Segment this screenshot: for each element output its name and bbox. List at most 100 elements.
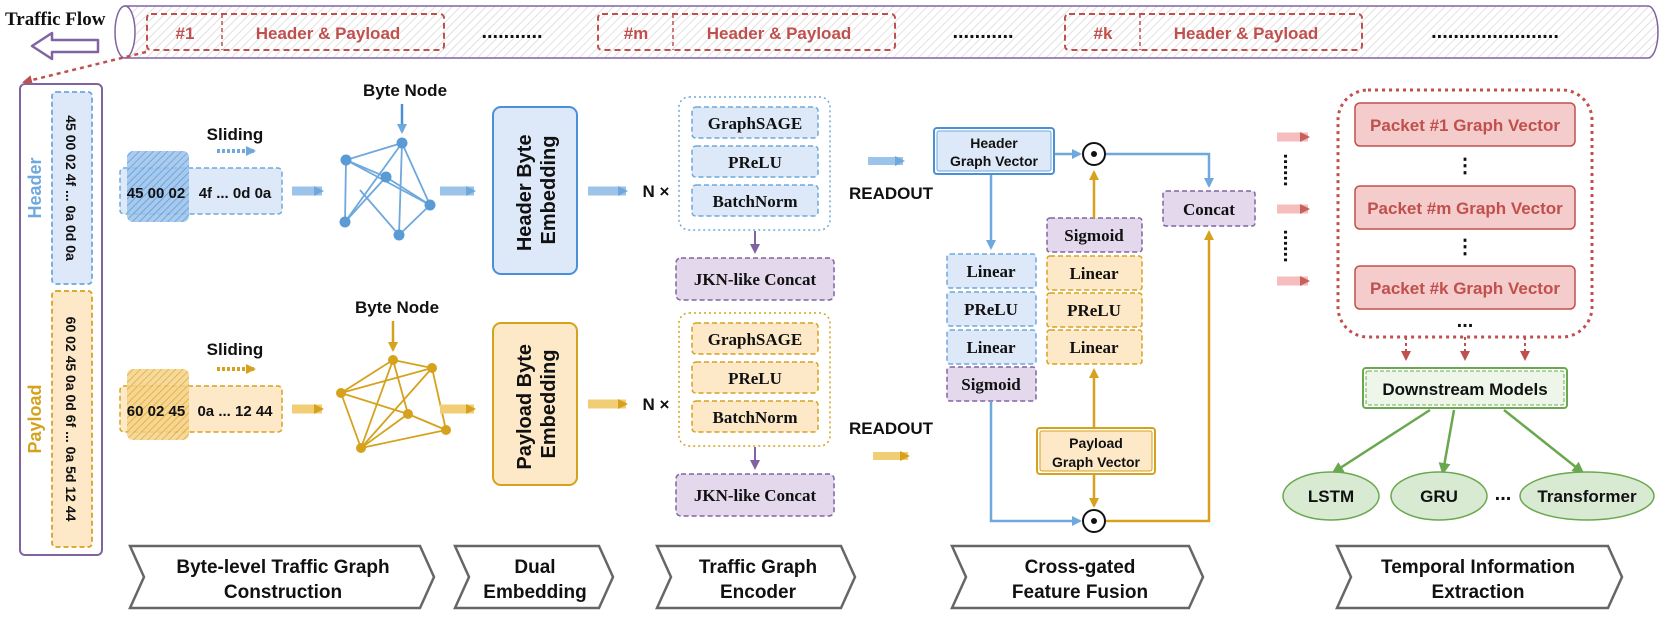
prelu-layer: PReLU xyxy=(1067,301,1121,320)
packet-id: #1 xyxy=(176,24,195,43)
downstream-label: Downstream Models xyxy=(1382,380,1547,399)
model-lstm: LSTM xyxy=(1282,471,1380,521)
svg-text:Encoder: Encoder xyxy=(720,582,797,603)
packet-vector-label: Packet #k Graph Vector xyxy=(1370,279,1560,298)
gate-multiply-bottom-icon xyxy=(1082,509,1106,533)
gate-multiply-top-icon xyxy=(1082,142,1106,166)
fusion-connectors xyxy=(986,149,1214,526)
flow-ellipsis: ........... xyxy=(481,21,542,43)
packet-1: #1 Header & Payload xyxy=(146,13,445,51)
header-byte-sequence: 45 00 02 4f ... 0d 0a xyxy=(119,151,283,222)
packet-label: Header & Payload xyxy=(707,24,852,43)
packet-m: #m Header & Payload xyxy=(597,13,896,51)
svg-text:Payload Byte Embedding: Payload Byte Embedding xyxy=(514,338,560,469)
jkn-label: JKN-like Concat xyxy=(694,486,817,505)
sliding-label: Sliding xyxy=(207,125,264,144)
vector-to-downstream-arrows xyxy=(1401,337,1530,361)
readout-label: READOUT xyxy=(849,184,934,203)
concat-label: Concat xyxy=(1183,200,1235,219)
svg-text:Traffic Graph: Traffic Graph xyxy=(699,557,817,578)
payload-rest-bytes: 0a ... 12 44 xyxy=(197,403,273,420)
sigmoid-layer: Sigmoid xyxy=(961,375,1021,394)
payload-hex: 60 02 45 0a 0d 6f ... 0a 5d 12 44 xyxy=(63,317,79,522)
stage-chevron-graph-construction: Byte-level Traffic Graph Construction xyxy=(128,544,436,610)
header-byte-embedding: Header Byte Embedding xyxy=(492,106,578,275)
payload-byte-sequence: 60 02 45 0a ... 12 44 xyxy=(119,369,283,440)
flow-ellipsis: ........... xyxy=(952,21,1013,43)
header-graph-vector: Header Graph Vector xyxy=(933,127,1055,175)
stage-chevron-dual-embedding: Dual Embedding xyxy=(453,544,615,610)
svg-text:Graph Vector: Graph Vector xyxy=(950,153,1038,169)
header-encoder-layers: GraphSAGE PReLU BatchNorm xyxy=(691,106,819,217)
header-byte-graph xyxy=(339,137,436,241)
embedding-line2: Embedding xyxy=(538,136,560,245)
svg-text:Construction: Construction xyxy=(224,582,342,603)
payload-encoder-block xyxy=(678,312,831,447)
svg-text:Temporal Information: Temporal Information xyxy=(1381,557,1575,578)
batchnorm-layer: BatchNorm xyxy=(713,408,798,427)
packet-id: #k xyxy=(1094,24,1113,43)
flow-ellipsis: ....................... xyxy=(1431,21,1559,43)
graphsage-layer: GraphSAGE xyxy=(708,114,802,133)
traffic-flow-title: Traffic Flow xyxy=(5,9,106,30)
model-gru: GRU xyxy=(1390,471,1488,521)
linear-layer: Linear xyxy=(1069,264,1119,283)
embedding-line2: Embedding xyxy=(538,350,560,459)
svg-text:Payload: Payload xyxy=(1069,435,1123,451)
prelu-layer: PReLU xyxy=(728,369,782,388)
model-label: LSTM xyxy=(1308,487,1354,506)
svg-text:Extraction: Extraction xyxy=(1432,582,1525,603)
payload-gate-branch: Sigmoid Linear PReLU Linear xyxy=(1046,217,1143,365)
header-rest-bytes: 4f ... 0d 0a xyxy=(199,185,272,202)
prelu-layer: PReLU xyxy=(964,300,1018,319)
svg-text:Cross-gated: Cross-gated xyxy=(1025,557,1136,578)
repeat-n-label: N × xyxy=(643,182,670,201)
vector-ellipsis: ... xyxy=(1457,310,1474,332)
sliding-label: Sliding xyxy=(207,340,264,359)
header-hex: 45 00 02 4f ... 0a 0d 0a xyxy=(63,115,79,261)
side-dots: ...... xyxy=(1279,229,1301,262)
packet-vector-label: Packet #m Graph Vector xyxy=(1367,199,1563,218)
payload-graph-vector: Payload Graph Vector xyxy=(1036,427,1156,475)
sigmoid-layer: Sigmoid xyxy=(1064,226,1124,245)
svg-text:Embedding: Embedding xyxy=(483,582,586,603)
graphsage-layer: GraphSAGE xyxy=(708,330,802,349)
payload-window-bytes: 60 02 45 xyxy=(127,403,185,420)
payload-jkn-concat: JKN-like Concat xyxy=(675,473,835,517)
flow-direction-arrow-icon xyxy=(30,31,100,61)
fusion-concat: Concat xyxy=(1162,190,1256,227)
model-ellipsis: ... xyxy=(1495,483,1512,505)
linear-layer: Linear xyxy=(1069,338,1119,357)
byte-node-label: Byte Node xyxy=(363,81,447,100)
repeat-n-label: N × xyxy=(643,395,670,414)
vdots: ⋮ xyxy=(1455,236,1475,258)
packet-k: #k Header & Payload xyxy=(1064,13,1363,51)
downstream-arrows xyxy=(1331,408,1585,475)
byte-node-label: Byte Node xyxy=(355,298,439,317)
svg-text:Graph Vector: Graph Vector xyxy=(1052,454,1140,470)
to-temporal-arrows xyxy=(1277,132,1310,286)
svg-text:Feature Fusion: Feature Fusion xyxy=(1012,582,1148,603)
side-dots: ...... xyxy=(1279,153,1301,186)
payload-encoder-layers: GraphSAGE PReLU BatchNorm xyxy=(691,322,819,433)
svg-text:Header Byte Embedding: Header Byte Embedding xyxy=(514,129,560,251)
linear-layer: Linear xyxy=(966,338,1016,357)
header-jkn-concat: JKN-like Concat xyxy=(675,257,835,301)
packet-expand-link xyxy=(22,50,147,85)
model-transformer: Transformer xyxy=(1519,471,1655,521)
header-gate-branch: Linear PReLU Linear Sigmoid xyxy=(946,253,1037,402)
model-label: Transformer xyxy=(1537,487,1637,506)
packet-label: Header & Payload xyxy=(256,24,401,43)
stage-chevron-fusion: Cross-gated Feature Fusion xyxy=(950,544,1205,610)
payload-byte-embedding: Payload Byte Embedding xyxy=(492,322,578,486)
header-label: Header xyxy=(25,157,45,218)
stage-chevron-encoder: Traffic Graph Encoder xyxy=(655,544,857,610)
packet-id: #m xyxy=(624,24,649,43)
payload-label: Payload xyxy=(25,384,45,453)
batchnorm-layer: BatchNorm xyxy=(713,192,798,211)
vdots: ⋮ xyxy=(1455,155,1475,177)
payload-byte-graph xyxy=(336,355,451,453)
svg-text:Header: Header xyxy=(970,135,1018,151)
model-label: GRU xyxy=(1420,487,1458,506)
packet-graph-vectors: Packet #1 Graph Vector Packet #m Graph V… xyxy=(1354,102,1576,332)
